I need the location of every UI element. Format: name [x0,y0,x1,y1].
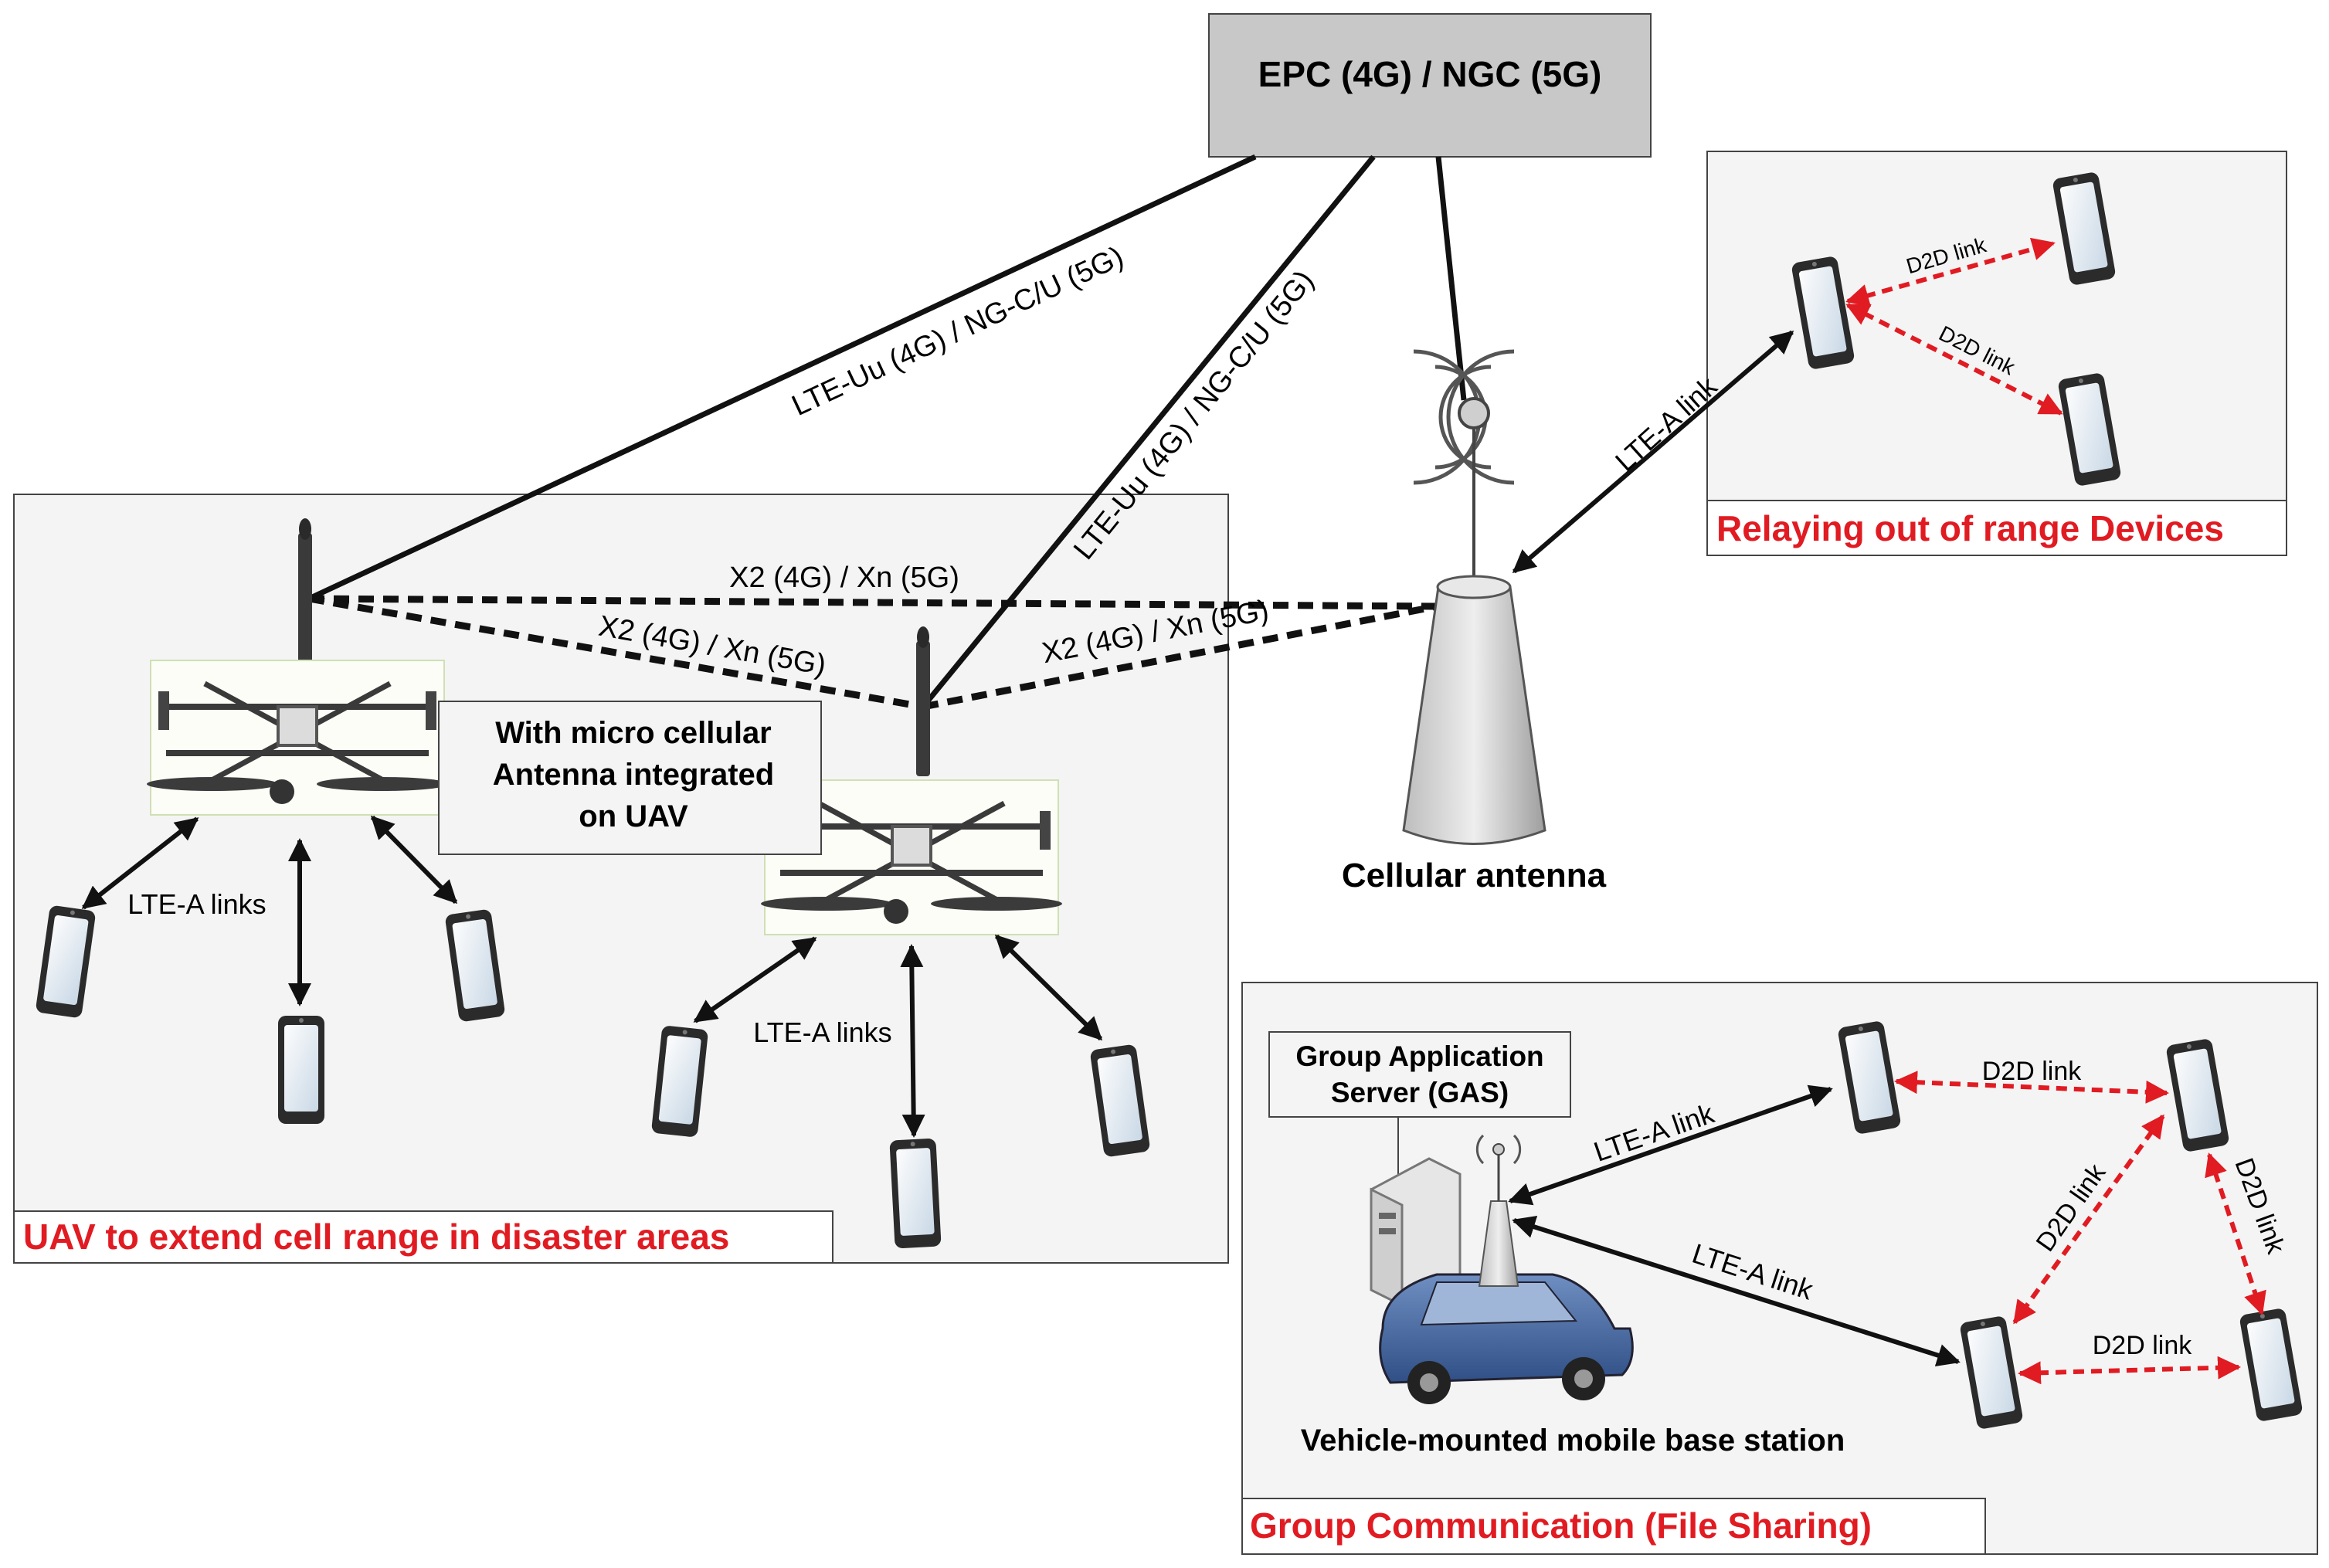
uav-antenna-icon [916,641,930,776]
phone-icon [278,1016,324,1124]
uav-panel-caption: UAV to extend cell range in disaster are… [23,1217,729,1257]
d2d-group-label-bottom: D2D link [2093,1331,2192,1360]
uav-note-line-2: Antenna integrated [493,758,774,792]
core-network-label: EPC (4G) / NGC (5G) [1258,54,1602,94]
uav-note-line-1: With micro cellular [495,716,772,750]
vehicle-antenna-icon [1475,1134,1522,1287]
lte-a-link [370,815,458,904]
lte-a-link [693,936,817,1023]
antenna-bulb-icon [1458,397,1490,429]
d2d-link [2012,1114,2165,1325]
server-icon [1370,1157,1462,1308]
relay-panel-caption: Relaying out of range Devices [1716,508,2224,548]
lte-a-relay-label: LTE-A link [1609,370,1723,477]
uav-1 [147,518,448,815]
group-panel-caption: Group Communication (File Sharing) [1250,1505,1872,1546]
uav-antenna-icon [298,533,312,664]
lte-a-link [1512,330,1794,574]
x2-link-uav1-uav2 [308,595,924,711]
d2d-link [1845,303,2063,416]
relay-caption-box [1706,500,2287,556]
lte-a-link [1508,1084,1833,1206]
gas-label-line-1: Group Application [1295,1040,1543,1072]
backhaul-link-uav2 [921,154,1376,709]
backhaul-label-1: LTE-Uu (4G) / NG-C/U (5G) [787,240,1129,423]
core-network-box [1208,13,1652,158]
uav-note-box [438,701,822,855]
drone-icon [147,660,448,815]
phone-icon [889,1138,942,1249]
x2-link-uav2-antenna [922,602,1438,711]
uav-2 [761,626,1062,935]
uav-note-line-3: on UAV [579,799,688,833]
tower-icon [1402,585,1546,845]
backhaul-link-uav1 [307,154,1257,602]
lte-a-links-label-2: LTE-A links [753,1016,891,1048]
d2d-link [2205,1152,2266,1315]
d2d-group-label-top: D2D link [1982,1057,2082,1086]
lte-a-link [994,934,1103,1041]
x2-link-uav1-antenna [308,595,1438,610]
d2d-link [2018,1356,2241,1385]
group-caption-box [1241,1498,1986,1555]
cellular-antenna-label: Cellular antenna [1342,857,1607,894]
uav-caption-box [13,1210,833,1264]
lte-a-link [900,944,925,1138]
x2-label-1: X2 (4G) / Xn (5G) [729,562,959,594]
gas-label-line-2: Server (GAS) [1331,1077,1509,1108]
cellular-antenna [1402,349,1546,845]
lte-a-link [81,816,199,910]
d2d-link [1894,1071,2169,1104]
lte-a-link [1512,1215,1961,1367]
backhaul-link-antenna [1435,156,1467,401]
lte-a-links-label-1: LTE-A links [127,888,266,920]
vehicle-label: Vehicle-mounted mobile base station [1301,1424,1845,1458]
d2d-link [1845,237,2056,307]
